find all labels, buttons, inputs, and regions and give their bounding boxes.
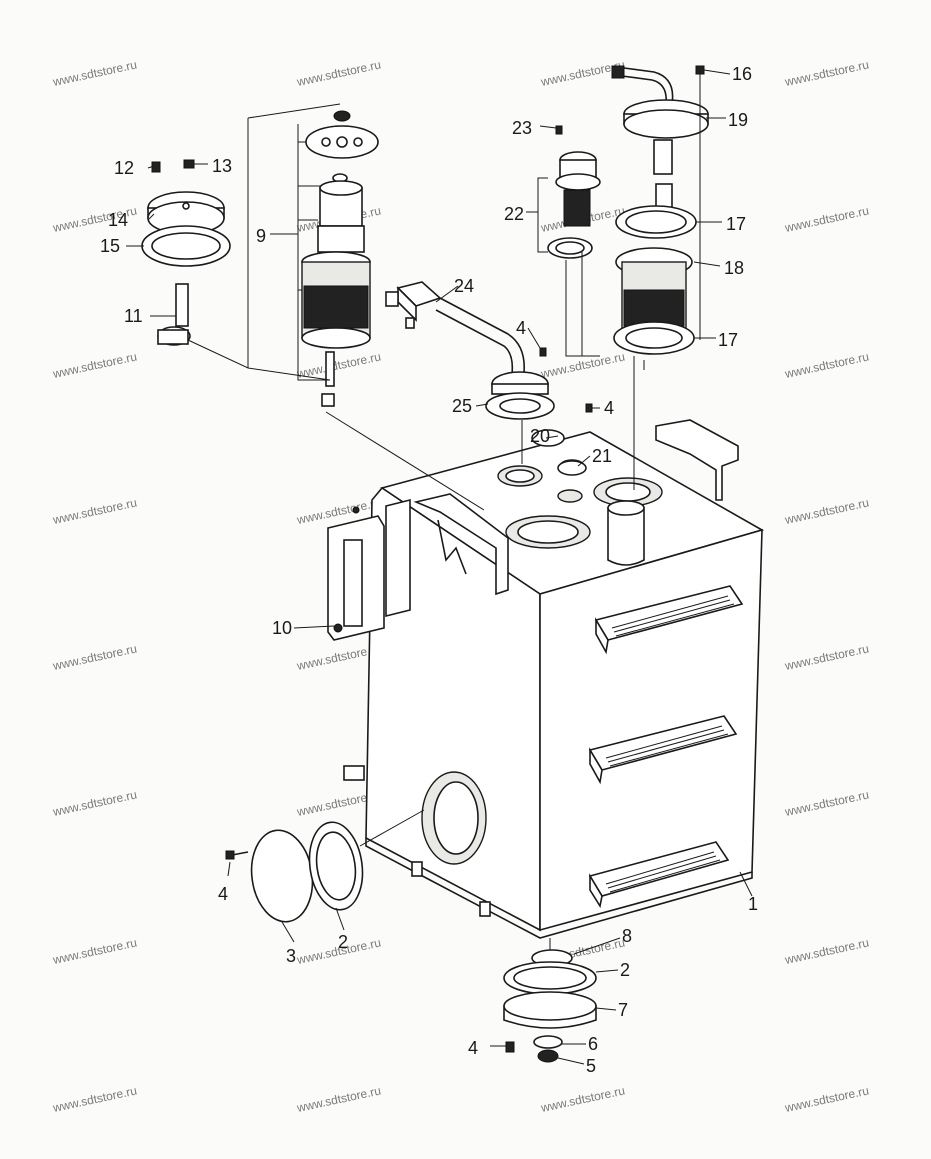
label-part-6: 6 [588, 1034, 598, 1054]
tank-body [343, 419, 765, 939]
label-part-13: 13 [212, 156, 232, 176]
suction-filter-assembly [611, 65, 709, 490]
watermark-text: www.sdtstore.ru [51, 1083, 138, 1115]
label-part-21: 21 [592, 446, 612, 466]
label-part-20: 20 [530, 426, 550, 446]
step-middle [588, 715, 738, 785]
step-lower [588, 841, 730, 909]
watermark-text: www.sdtstore.ru [783, 935, 870, 967]
watermark-text: www.sdtstore.ru [51, 57, 138, 89]
watermark-text: www.sdtstore.ru [51, 935, 138, 967]
watermark-text: www.sdtstore.ru [51, 349, 138, 381]
filter-assembly-9 [297, 110, 379, 407]
watermark-text: www.sdtstore.ru [295, 57, 382, 89]
label-part-12: 12 [114, 158, 134, 178]
label-part-16: 16 [732, 64, 752, 84]
watermark-text: www.sdtstore.ru [783, 787, 870, 819]
leader-lines [126, 69, 753, 1065]
side-cover-assembly [225, 809, 425, 923]
label-part-25: 25 [452, 396, 472, 416]
watermark-text: www.sdtstore.ru [783, 349, 870, 381]
watermark-text: www.sdtstore.ru [783, 495, 870, 527]
label-part-15: 15 [100, 236, 120, 256]
label-part-2-side: 2 [338, 932, 348, 952]
watermark-text: www.sdtstore.ru [539, 1083, 626, 1115]
label-part-18: 18 [724, 258, 744, 278]
return-pipe-assembly [325, 281, 593, 511]
label-part-14: 14 [108, 210, 128, 230]
watermark-text: www.sdtstore.ru [783, 1083, 870, 1115]
label-part-10: 10 [272, 618, 292, 638]
part-labels: 1 2 2 3 4 4 4 4 5 6 7 8 9 10 11 12 13 14… [100, 64, 758, 1076]
label-part-17-lower: 17 [718, 330, 738, 350]
label-part-19: 19 [728, 110, 748, 130]
label-part-22: 22 [504, 204, 524, 224]
label-part-9: 9 [256, 226, 266, 246]
watermark-text: www.sdtstore.ru [51, 787, 138, 819]
label-part-2-bottom: 2 [620, 960, 630, 980]
watermark-text: www.sdtstore.ru [295, 1083, 382, 1115]
watermark-text: www.sdtstore.ru [783, 203, 870, 235]
label-part-23: 23 [512, 118, 532, 138]
watermark-text: www.sdtstore.ru [783, 57, 870, 89]
watermark-text: www.sdtstore.ru [51, 495, 138, 527]
watermark-text: www.sdtstore.ru [783, 641, 870, 673]
label-part-4-pipe: 4 [516, 318, 526, 338]
breather-assembly [141, 103, 341, 381]
watermark-text: www.sdtstore.ru [51, 641, 138, 673]
label-part-4-top: 4 [604, 398, 614, 418]
label-part-11: 11 [124, 306, 143, 326]
step-upper [594, 585, 744, 655]
label-part-8: 8 [622, 926, 632, 946]
label-part-5: 5 [586, 1056, 596, 1076]
label-part-7: 7 [618, 1000, 628, 1020]
sight-gauge [327, 498, 411, 641]
bottom-drain-assembly [503, 938, 597, 1063]
label-part-4-side: 4 [218, 884, 228, 904]
label-part-1: 1 [748, 894, 758, 914]
label-part-17-upper: 17 [726, 214, 746, 234]
label-part-24: 24 [454, 276, 474, 296]
strainer-assembly-22 [531, 125, 601, 476]
label-part-4-bottom: 4 [468, 1038, 478, 1058]
label-part-3: 3 [286, 946, 296, 966]
